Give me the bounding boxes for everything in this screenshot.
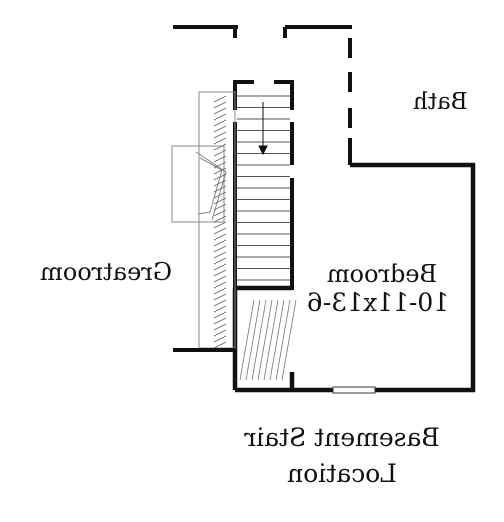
bedroom-walls <box>232 162 476 393</box>
hatch-line <box>213 245 227 253</box>
hatch-line <box>213 227 227 235</box>
fireplace-hatch <box>213 95 227 349</box>
hatch-line <box>213 233 227 241</box>
hatch-line <box>213 263 227 271</box>
hatch-line <box>213 113 227 121</box>
hatch-line <box>213 323 227 331</box>
basement-stair-label: Basement Stair <box>244 423 440 452</box>
closet-hatch-line <box>251 299 267 381</box>
hatch-line <box>213 341 227 349</box>
hatch-line <box>213 329 227 337</box>
hatch-line <box>213 143 227 151</box>
hatch-line <box>213 197 227 205</box>
stair-direction-arrow <box>258 102 268 156</box>
hatch-line <box>213 131 227 139</box>
hatch-line <box>213 281 227 289</box>
hatch-line <box>213 149 227 157</box>
closet-hatch-line <box>281 299 297 381</box>
greatroom-label: Greatroom <box>40 258 172 286</box>
hatch-line <box>213 185 227 193</box>
hatch-line <box>213 269 227 277</box>
hatch-line <box>213 209 227 217</box>
hatch-line <box>213 251 227 259</box>
hatch-line <box>213 335 227 343</box>
bedroom-label: Bedroom <box>327 260 438 288</box>
hatch-line <box>213 299 227 307</box>
bath-label: Bath <box>413 89 468 115</box>
closet-hatch-line <box>257 299 273 381</box>
hatch-line <box>213 275 227 283</box>
hatch-line <box>213 95 227 103</box>
hatch-line <box>213 215 227 223</box>
closet-hatch-line <box>275 299 291 381</box>
hatch-line <box>213 287 227 295</box>
hatch-line <box>213 257 227 265</box>
closet-hatch-line <box>263 299 279 381</box>
hatch-line <box>213 161 227 169</box>
hatch-line <box>213 137 227 145</box>
closet-hatch-line <box>245 299 261 381</box>
hatch-line <box>213 203 227 211</box>
hatch-line <box>213 155 227 163</box>
fireplace <box>171 91 236 349</box>
hatch-line <box>213 311 227 319</box>
hatch-line <box>213 317 227 325</box>
basement-location-label: Location <box>287 459 397 488</box>
bedroom-door <box>332 386 376 394</box>
hatch-line <box>213 107 227 115</box>
hatch-line <box>213 167 227 175</box>
hatch-line <box>213 125 227 133</box>
hatch-line <box>213 173 227 181</box>
closet-hatch-line <box>239 299 255 381</box>
hatch-line <box>213 101 227 109</box>
closet-hatch <box>239 299 297 381</box>
hatch-line <box>213 221 227 229</box>
hatch-line <box>213 293 227 301</box>
hatch-line <box>213 239 227 247</box>
hatch-line <box>213 305 227 313</box>
hatch-line <box>213 179 227 187</box>
bedroom-size-label: 10-11x13-6 <box>307 288 449 317</box>
closet-hatch-line <box>269 299 285 381</box>
hatch-line <box>213 119 227 127</box>
hatch-line <box>213 191 227 199</box>
top-walls <box>173 25 352 38</box>
